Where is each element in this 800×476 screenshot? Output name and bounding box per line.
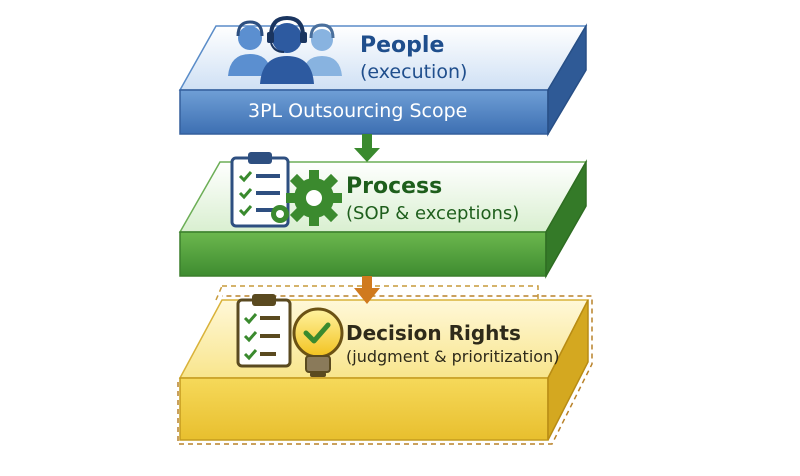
people-layer-title: People [360,33,445,58]
decision-layer-title: Decision Rights [346,321,521,345]
gear-icon [271,170,342,226]
people-layer-subtitle: (execution) [360,61,468,83]
arrow-green-to-yellow [354,276,380,304]
process-layer-subtitle: (SOP & exceptions) [346,203,520,224]
outsourcing-scope-label: 3PL Outsourcing Scope [248,100,468,122]
headset-people-icon [228,15,342,84]
arrow-blue-to-green [354,134,380,162]
lightbulb-check-icon [236,294,344,377]
process-layer-title: Process [346,174,443,199]
decision-layer-subtitle: (judgment & prioritization) [346,347,560,366]
